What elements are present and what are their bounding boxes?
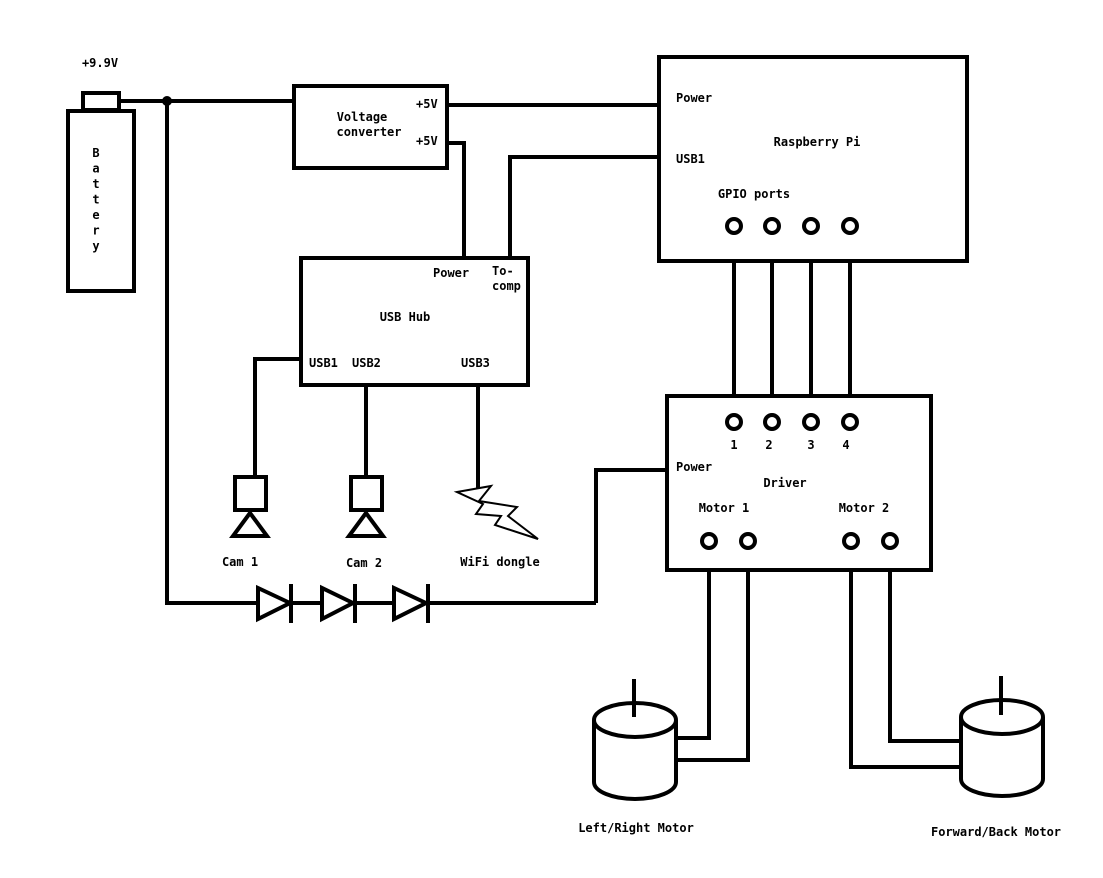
driver-pin-4-label: 4: [842, 438, 849, 452]
gpio-pin-4: [841, 217, 859, 235]
wire-hub-cam1: [253, 357, 301, 477]
cam1: Cam 1: [222, 475, 271, 569]
battery-label-letter: e: [92, 208, 99, 222]
usb-hub-box: [299, 256, 530, 387]
driver-title: Driver: [763, 476, 806, 490]
junction-dot: [162, 96, 172, 106]
pi-gpio-label: GPIO ports: [718, 187, 790, 201]
cam1-lens: [229, 509, 271, 538]
battery-terminal: [81, 91, 121, 112]
forward-back-motor: Forward/Back Motor: [931, 676, 1061, 839]
raspberry-pi-title: Raspberry Pi: [774, 135, 861, 149]
hub-usb2-label: USB2: [352, 356, 381, 370]
driver-pin-3: [802, 413, 820, 431]
cam2-lens: [345, 509, 387, 538]
forward-back-motor-label: Forward/Back Motor: [931, 825, 1061, 839]
driver-pin-4: [841, 413, 859, 431]
motor2-pin-a: [842, 532, 860, 550]
diodes: [256, 584, 431, 623]
left-right-motor-body: [592, 720, 678, 801]
hub-to-comp-label-1: To-: [492, 264, 514, 278]
supply-voltage-label: +9.9V: [82, 56, 118, 70]
cam2-body: [349, 475, 384, 512]
motor2-pin-b: [881, 532, 899, 550]
motor1-pin-a: [700, 532, 718, 550]
cam1-label: Cam 1: [222, 555, 258, 569]
driver: 1 2 3 4 Power Driver Motor 1 Motor 2: [665, 394, 933, 572]
wire-motor1-b: [675, 549, 750, 762]
diode-2-icon: [320, 584, 358, 623]
left-right-motor-label: Left/Right Motor: [578, 821, 694, 835]
voltage-converter-title-2: converter: [336, 125, 401, 139]
wifi-dongle: WiFi dongle: [453, 484, 540, 569]
voltage-converter-title-1: Voltage: [337, 110, 388, 124]
driver-pin-1: [725, 413, 743, 431]
gpio-pin-2: [763, 217, 781, 235]
motor1-pin-b: [739, 532, 757, 550]
voltage-converter: Voltage converter +5V +5V: [292, 84, 449, 170]
hub-usb3-label: USB3: [461, 356, 490, 370]
raspberry-pi: Raspberry Pi Power USB1 GPIO ports: [657, 55, 969, 263]
wire-motor2-b: [849, 549, 962, 769]
left-right-motor: Left/Right Motor: [578, 679, 694, 835]
driver-motor2-label: Motor 2: [839, 501, 890, 515]
pi-power-label: Power: [676, 91, 712, 105]
battery-label-letter: t: [92, 193, 99, 207]
gpio-pin-3: [802, 217, 820, 235]
driver-power-label: Power: [676, 460, 712, 474]
pi-usb1-label: USB1: [676, 152, 705, 166]
cam2-label: Cam 2: [346, 556, 382, 570]
battery-label-letter: y: [92, 239, 99, 253]
lightning-icon: [453, 484, 539, 540]
converter-out2-label: +5V: [416, 134, 438, 148]
wifi-dongle-label: WiFi dongle: [460, 555, 539, 569]
driver-pin-3-label: 3: [807, 438, 814, 452]
battery-label-letter: t: [92, 177, 99, 191]
wires: [119, 99, 962, 769]
wire-motor1-a: [675, 549, 711, 740]
driver-motor1-label: Motor 1: [699, 501, 750, 515]
driver-pin-1-label: 1: [730, 438, 737, 452]
driver-pin-2-label: 2: [765, 438, 772, 452]
cam2: Cam 2: [345, 475, 387, 570]
battery-label-letter: B: [92, 146, 99, 160]
diode-3-icon: [392, 584, 431, 623]
forward-back-motor-body: [959, 717, 1045, 798]
wire-motor2-a: [888, 549, 962, 743]
gpio-pin-1: [725, 217, 743, 235]
driver-pin-2: [763, 413, 781, 431]
cam1-body: [233, 475, 268, 512]
battery-label-letter: r: [92, 224, 99, 238]
hub-usb1-label: USB1: [309, 356, 338, 370]
battery-body: [66, 109, 136, 293]
battery-label-letter: a: [92, 162, 99, 176]
usb-hub-title: USB Hub: [380, 310, 431, 324]
hub-power-label: Power: [433, 266, 469, 280]
diode-1-icon: [256, 584, 295, 623]
voltage-converter-box: [292, 84, 449, 170]
hub-to-comp-label-2: comp: [492, 279, 521, 293]
converter-out1-label: +5V: [416, 97, 438, 111]
usb-hub: USB Hub Power To- comp USB1 USB2 USB3: [299, 256, 530, 387]
